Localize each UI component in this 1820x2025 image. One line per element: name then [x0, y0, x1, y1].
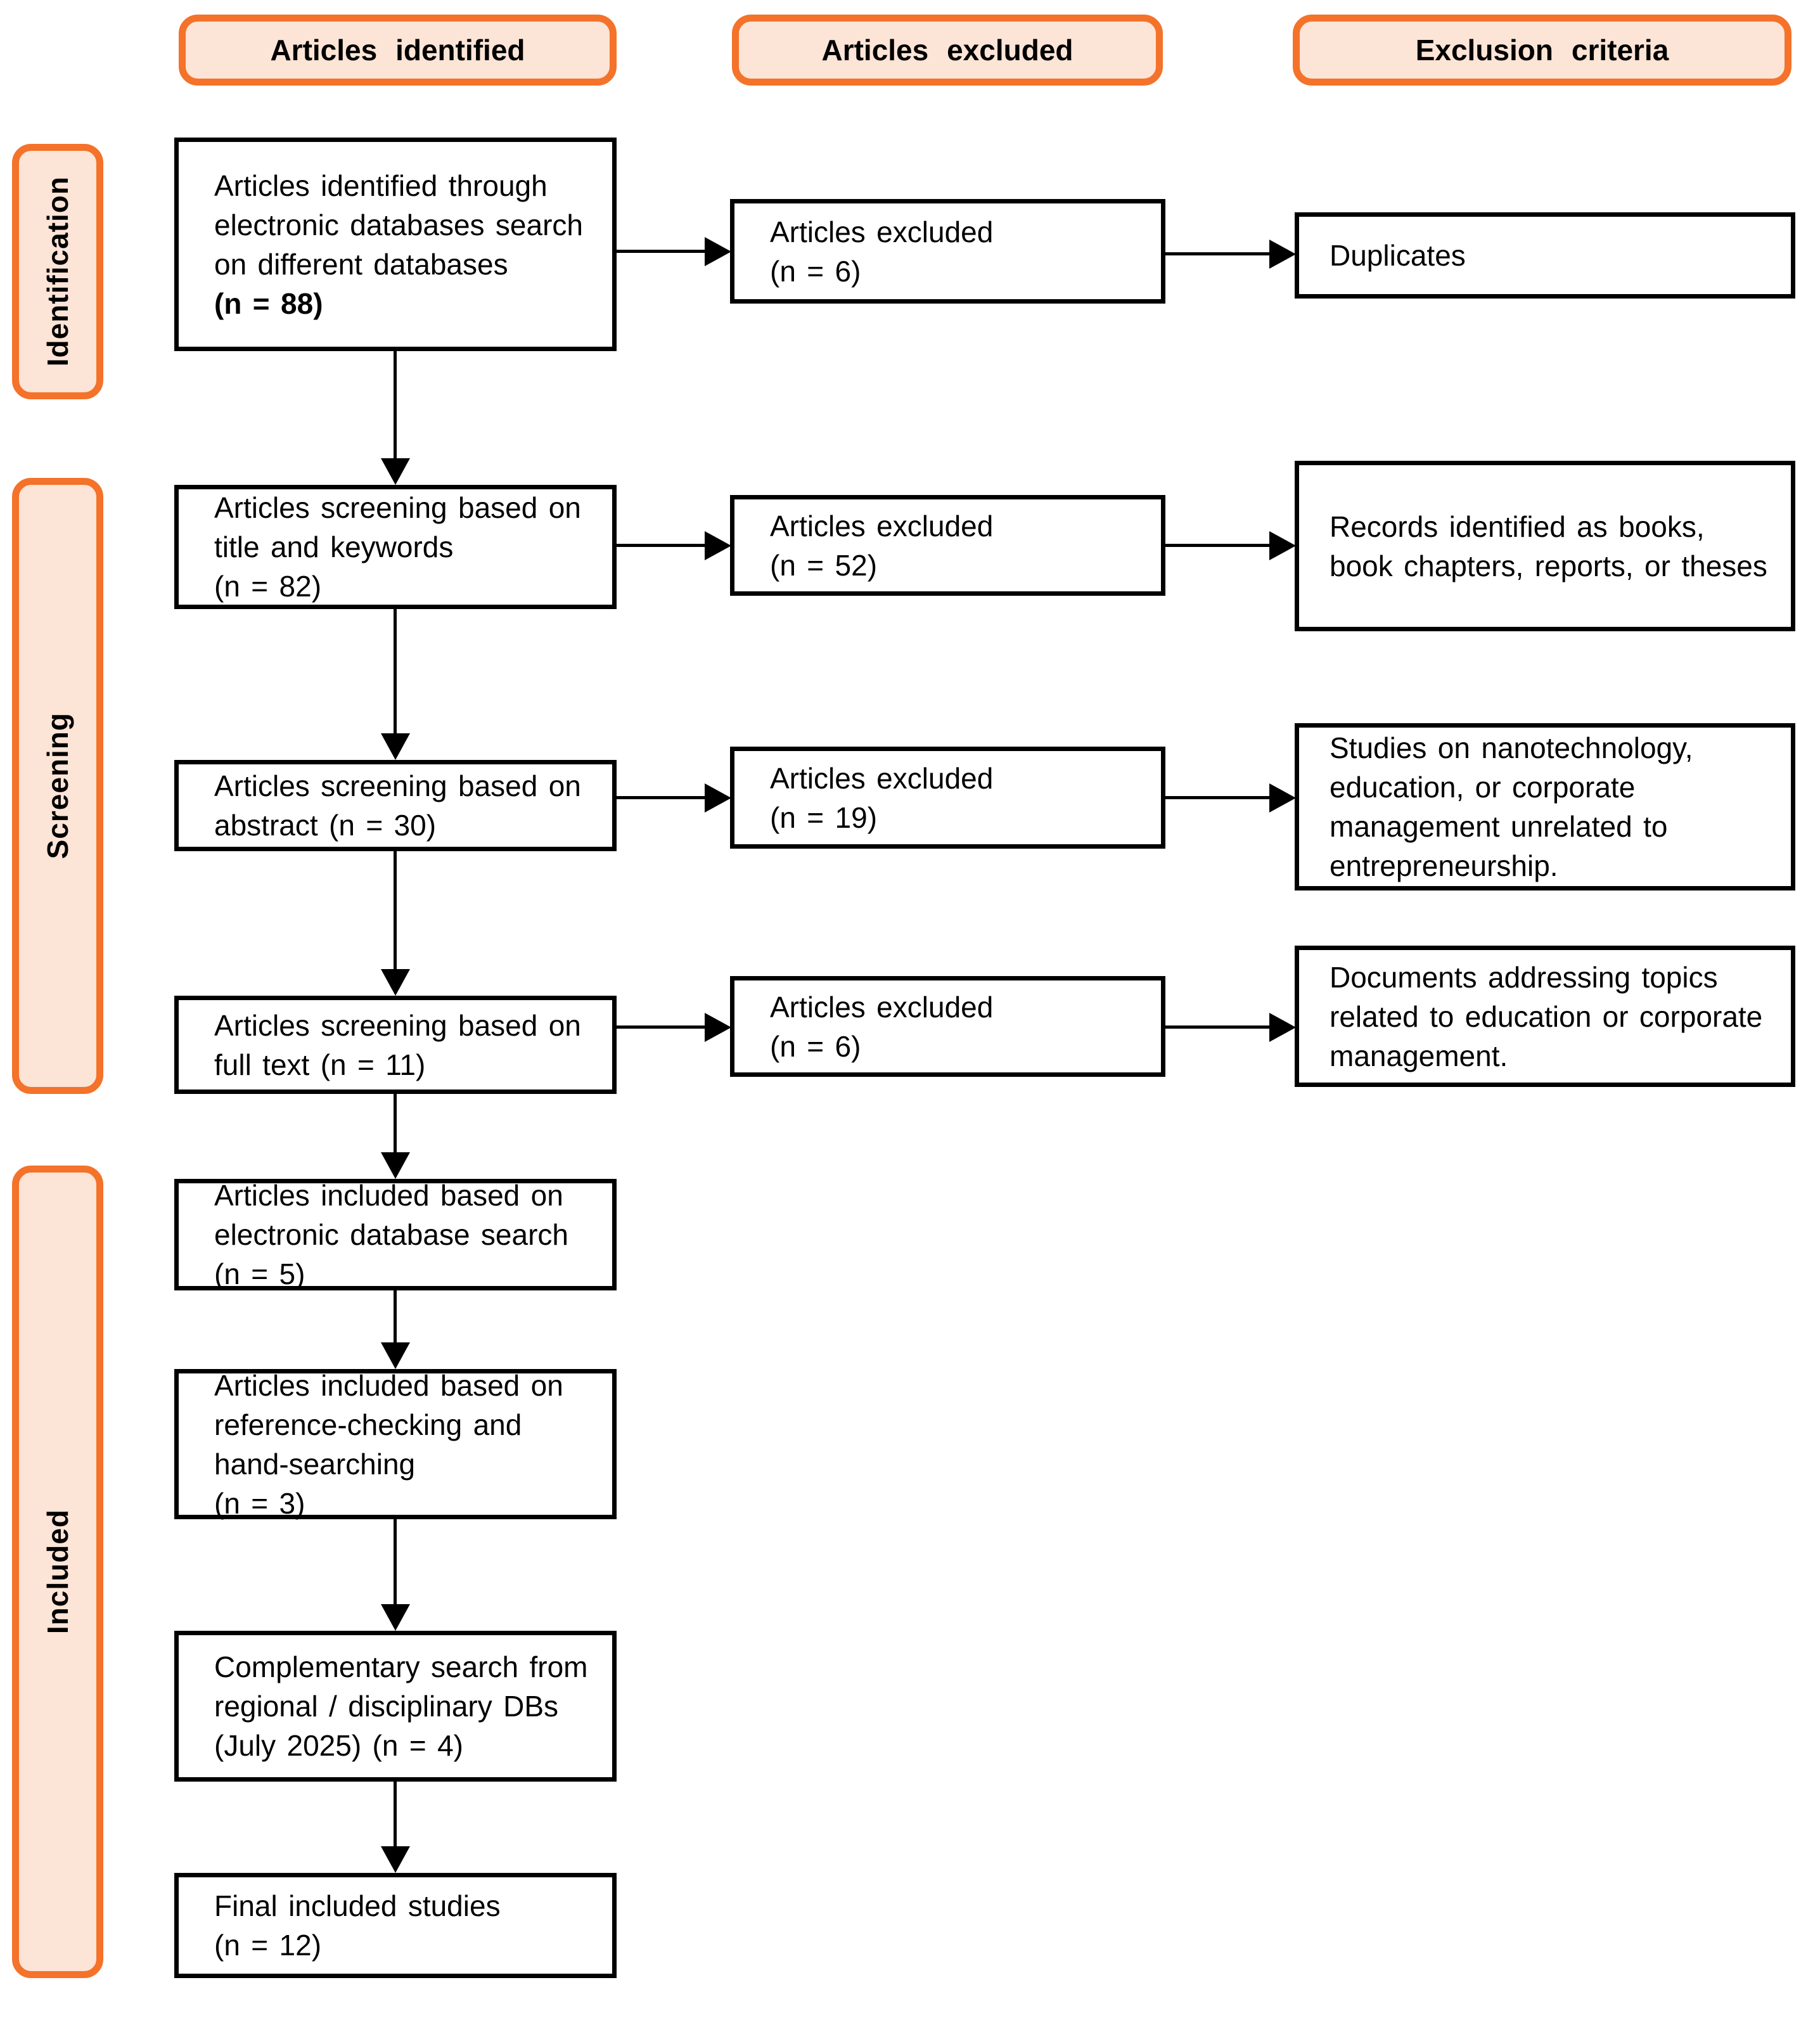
- criteria-box-text: Studies on nanotechnology, education, or…: [1330, 731, 1693, 882]
- flow-box-text: Articles identified through electronic d…: [214, 166, 591, 323]
- arrow-line-title-to-excluded2: [617, 544, 706, 547]
- flow-box-screening-full-text: Articles screening based on full text (n…: [174, 996, 617, 1094]
- arrow-head-excluded2-to-criteria2: [1269, 531, 1296, 560]
- arrow-line-excluded3-to-criteria3: [1165, 796, 1271, 799]
- excluded-box-duplicates: Articles excluded (n = 6): [730, 199, 1165, 304]
- stage-label-included: Included: [12, 1166, 103, 1978]
- count-label: (n = 52): [770, 548, 878, 582]
- arrow-head-complementary-to-final: [381, 1846, 410, 1873]
- criteria-box-text: Records identified as books, book chapte…: [1330, 510, 1767, 582]
- arrow-head-fulltext-to-dbincluded: [381, 1152, 410, 1179]
- arrow-line-identified-to-excluded1: [617, 250, 706, 253]
- flow-box-screening-title-keywords: Articles screening based on title and ke…: [174, 485, 617, 609]
- count-label: (n = 88): [214, 286, 323, 320]
- arrow-head-title-to-abstract: [381, 733, 410, 760]
- arrow-line-excluded4-to-criteria4: [1165, 1025, 1271, 1029]
- flow-box-text: Articles screening based on abstract (n …: [214, 769, 581, 842]
- flow-box-complementary-search: Complementary search from regional / dis…: [174, 1631, 617, 1782]
- column-header-label: Articles excluded: [821, 34, 1073, 67]
- arrow-head-identified-to-title: [381, 458, 410, 485]
- criteria-box-education-corporate: Documents addressing topics related to e…: [1295, 946, 1795, 1087]
- stage-label-text: Identification: [41, 176, 74, 367]
- flow-box-final-included-studies: Final included studies (n = 12): [174, 1873, 617, 1978]
- count-label: (n = 3): [214, 1486, 305, 1520]
- flow-box-text: Final included studies (n = 12): [214, 1886, 591, 1965]
- arrow-line-fulltext-to-excluded4: [617, 1025, 706, 1029]
- arrow-line-reference-to-complementary: [394, 1519, 397, 1607]
- flow-box-text: Complementary search from regional / dis…: [214, 1650, 588, 1762]
- count-label: (n = 6): [770, 254, 861, 288]
- count-label: (n = 82): [214, 570, 322, 603]
- count-label: (n = 4): [372, 1729, 463, 1762]
- stage-label-screening: Screening: [12, 478, 103, 1094]
- excluded-box-text: Articles excluded (n = 6): [770, 212, 1139, 291]
- excluded-box-full-text: Articles excluded (n = 6): [730, 976, 1165, 1077]
- excluded-box-text: Articles excluded (n = 6): [770, 987, 1139, 1066]
- arrow-head-abstract-to-excluded3: [705, 783, 731, 813]
- arrow-head-identified-to-excluded1: [705, 237, 731, 266]
- arrow-line-title-to-abstract: [394, 609, 397, 736]
- arrow-line-excluded2-to-criteria2: [1165, 544, 1271, 547]
- arrow-head-abstract-to-fulltext: [381, 969, 410, 996]
- flow-box-text: Articles included based on reference-che…: [214, 1366, 591, 1523]
- arrow-head-reference-to-complementary: [381, 1604, 410, 1631]
- count-label: (n = 12): [214, 1929, 322, 1962]
- count-label: (n = 11): [320, 1048, 426, 1081]
- arrow-head-excluded3-to-criteria3: [1269, 783, 1296, 813]
- excluded-box-text: Articles excluded (n = 19): [770, 759, 1139, 837]
- excluded-box-title-keywords: Articles excluded (n = 52): [730, 495, 1165, 596]
- stage-label-text: Screening: [41, 712, 74, 859]
- arrow-line-fulltext-to-dbincluded: [394, 1094, 397, 1155]
- count-label: (n = 5): [214, 1257, 305, 1290]
- excluded-box-text: Articles excluded (n = 52): [770, 506, 1139, 585]
- flow-box-included-reference-checking: Articles included based on reference-che…: [174, 1369, 617, 1520]
- flow-box-text: Articles screening based on full text (n…: [214, 1008, 581, 1081]
- criteria-box-text: Documents addressing topics related to e…: [1330, 960, 1763, 1072]
- count-label: (n = 19): [770, 800, 878, 834]
- column-header-articles-identified: Articles identified: [179, 15, 617, 86]
- stage-label-identification: Identification: [12, 144, 103, 399]
- count-label: (n = 30): [329, 809, 437, 842]
- flow-box-identified-databases: Articles identified through electronic d…: [174, 138, 617, 351]
- arrow-head-excluded4-to-criteria4: [1269, 1013, 1296, 1042]
- count-label: (n = 6): [770, 1029, 861, 1063]
- column-header-exclusion-criteria: Exclusion criteria: [1293, 15, 1791, 86]
- criteria-box-unrelated-studies: Studies on nanotechnology, education, or…: [1295, 723, 1795, 890]
- arrow-head-excluded1-to-criteria1: [1269, 240, 1296, 269]
- arrow-line-complementary-to-final: [394, 1782, 397, 1849]
- arrow-head-title-to-excluded2: [705, 531, 731, 560]
- column-header-articles-excluded: Articles excluded: [732, 15, 1163, 86]
- flow-box-text: Articles included based on electronic da…: [214, 1179, 568, 1290]
- arrow-line-identified-to-title: [394, 351, 397, 461]
- flow-box-included-database-search: Articles included based on electronic da…: [174, 1179, 617, 1290]
- column-header-label: Articles identified: [270, 34, 525, 67]
- criteria-box-books-reports-theses: Records identified as books, book chapte…: [1295, 461, 1795, 631]
- criteria-box-text: Duplicates: [1330, 239, 1466, 272]
- arrow-line-excluded1-to-criteria1: [1165, 252, 1271, 255]
- column-header-label: Exclusion criteria: [1415, 34, 1669, 67]
- stage-label-text: Included: [41, 1509, 74, 1635]
- arrow-line-abstract-to-fulltext: [394, 851, 397, 972]
- flow-box-text: Articles screening based on title and ke…: [214, 488, 591, 606]
- arrow-line-dbincluded-to-reference: [394, 1290, 397, 1345]
- arrow-head-fulltext-to-excluded4: [705, 1013, 731, 1042]
- criteria-box-duplicates: Duplicates: [1295, 212, 1795, 299]
- arrow-line-abstract-to-excluded3: [617, 796, 706, 799]
- arrow-head-dbincluded-to-reference: [381, 1342, 410, 1369]
- flow-box-screening-abstract: Articles screening based on abstract (n …: [174, 760, 617, 851]
- excluded-box-abstract: Articles excluded (n = 19): [730, 747, 1165, 849]
